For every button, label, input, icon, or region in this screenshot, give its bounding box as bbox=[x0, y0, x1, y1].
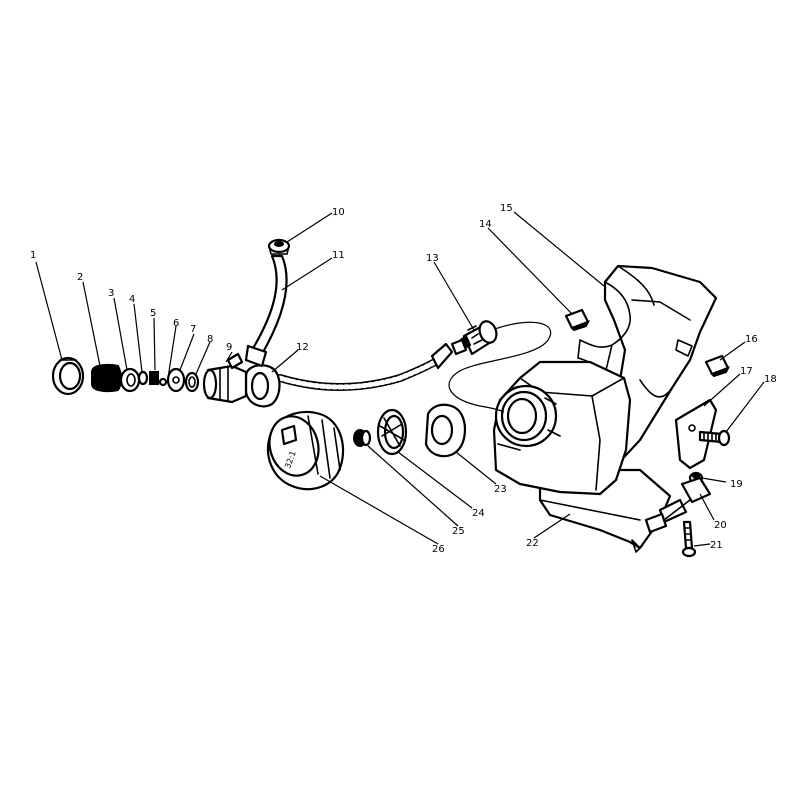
callout-4: 4 bbox=[129, 294, 135, 305]
callout-26: 26 bbox=[432, 544, 445, 555]
vent-hose bbox=[244, 254, 288, 368]
callout-5: 5 bbox=[150, 308, 156, 319]
callout-16: 16 bbox=[745, 334, 758, 345]
screw-18 bbox=[698, 429, 731, 447]
disc-part-3 bbox=[119, 367, 141, 393]
callout-11: 11 bbox=[332, 250, 345, 261]
callout-14: 14 bbox=[479, 219, 492, 230]
callout-24: 24 bbox=[472, 508, 485, 519]
callout-1: 1 bbox=[30, 250, 36, 261]
fuel-filler-neck bbox=[494, 384, 561, 448]
callout-9: 9 bbox=[226, 342, 232, 353]
leader-lines bbox=[35, 211, 765, 547]
rubber-mount-20 bbox=[644, 476, 712, 534]
fuel-line-hose bbox=[244, 342, 454, 408]
seal-ring-8 bbox=[184, 371, 200, 393]
screw-21 bbox=[681, 520, 697, 558]
fuel-filter bbox=[450, 320, 498, 356]
fuel-cap: 32:1 bbox=[266, 410, 345, 491]
ring-part-1 bbox=[51, 356, 85, 396]
pump-body-9 bbox=[202, 352, 248, 404]
callout-13: 13 bbox=[426, 253, 439, 264]
filter-element-2 bbox=[91, 363, 122, 393]
callout-23: 23 bbox=[494, 484, 507, 495]
callout-7: 7 bbox=[190, 324, 196, 335]
grommet-16 bbox=[704, 354, 731, 378]
callout-2: 2 bbox=[77, 272, 83, 283]
callout-21: 21 bbox=[710, 540, 723, 551]
callout-3: 3 bbox=[108, 288, 114, 299]
filler-flange bbox=[424, 403, 466, 458]
callout-20: 20 bbox=[714, 520, 727, 531]
callout-22: 22 bbox=[526, 538, 539, 549]
callout-12: 12 bbox=[296, 342, 309, 353]
callout-25: 25 bbox=[452, 526, 465, 537]
cap-gasket bbox=[353, 429, 372, 447]
callout-18: 18 bbox=[764, 374, 777, 385]
callout-15: 15 bbox=[500, 203, 513, 214]
valve-plate-7 bbox=[166, 367, 186, 393]
callout-8: 8 bbox=[207, 334, 213, 345]
callout-10: 10 bbox=[332, 207, 345, 218]
grommet-14 bbox=[564, 308, 591, 332]
spring-part-5 bbox=[149, 371, 159, 385]
vent-grommet bbox=[267, 238, 291, 255]
callout-6: 6 bbox=[173, 318, 179, 329]
vent-tube-loop bbox=[448, 321, 552, 413]
fuel-strainer bbox=[376, 408, 408, 456]
ball-part-6 bbox=[158, 377, 168, 387]
spacer-part-4 bbox=[137, 370, 149, 386]
callout-labels: 1 2 3 4 5 6 7 8 9 10 11 12 13 14 15 16 1… bbox=[30, 203, 777, 555]
callout-19: 19 bbox=[730, 479, 743, 490]
callout-17: 17 bbox=[740, 366, 753, 377]
